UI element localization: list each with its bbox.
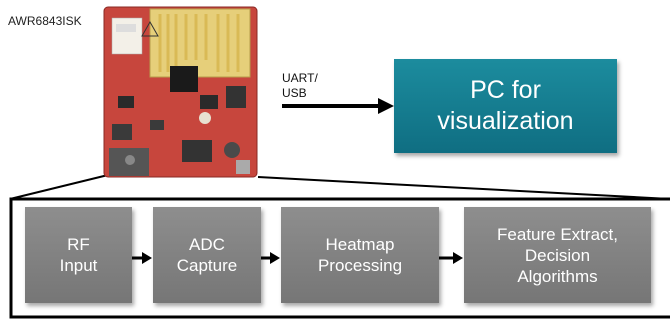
link-label-line1: UART/ bbox=[282, 71, 318, 85]
arrowhead-rf-to-adc bbox=[142, 252, 152, 264]
stage-feature-extract: Feature Extract, Decision Algorithms bbox=[464, 207, 651, 303]
pc-label: PC for visualization bbox=[437, 76, 574, 135]
radar-board-image bbox=[103, 6, 258, 178]
stage-adc-capture: ADC Capture bbox=[153, 207, 261, 303]
stage-rf-input: RF Input bbox=[25, 207, 132, 303]
pc-visualization-box: PC for visualization bbox=[394, 59, 617, 153]
arrowhead-adc-to-heatmap bbox=[270, 252, 280, 264]
arrowhead-heatmap-to-feature bbox=[453, 252, 463, 264]
stage-label: Feature Extract, Decision Algorithms bbox=[497, 224, 618, 286]
stage-heatmap-processing: Heatmap Processing bbox=[281, 207, 439, 303]
stage-label: Heatmap Processing bbox=[317, 235, 403, 275]
stage-label: ADC Capture bbox=[176, 235, 238, 275]
pipeline-frame bbox=[9, 197, 670, 319]
zoom-line-right bbox=[257, 176, 670, 200]
board-name-label: AWR6843ISK bbox=[8, 14, 82, 28]
link-label: UART/ USB bbox=[282, 71, 318, 101]
zoom-line-left bbox=[9, 174, 109, 200]
stage-label: RF Input bbox=[59, 235, 98, 275]
link-label-line2: USB bbox=[282, 86, 307, 100]
uart-usb-arrowhead bbox=[378, 98, 394, 114]
